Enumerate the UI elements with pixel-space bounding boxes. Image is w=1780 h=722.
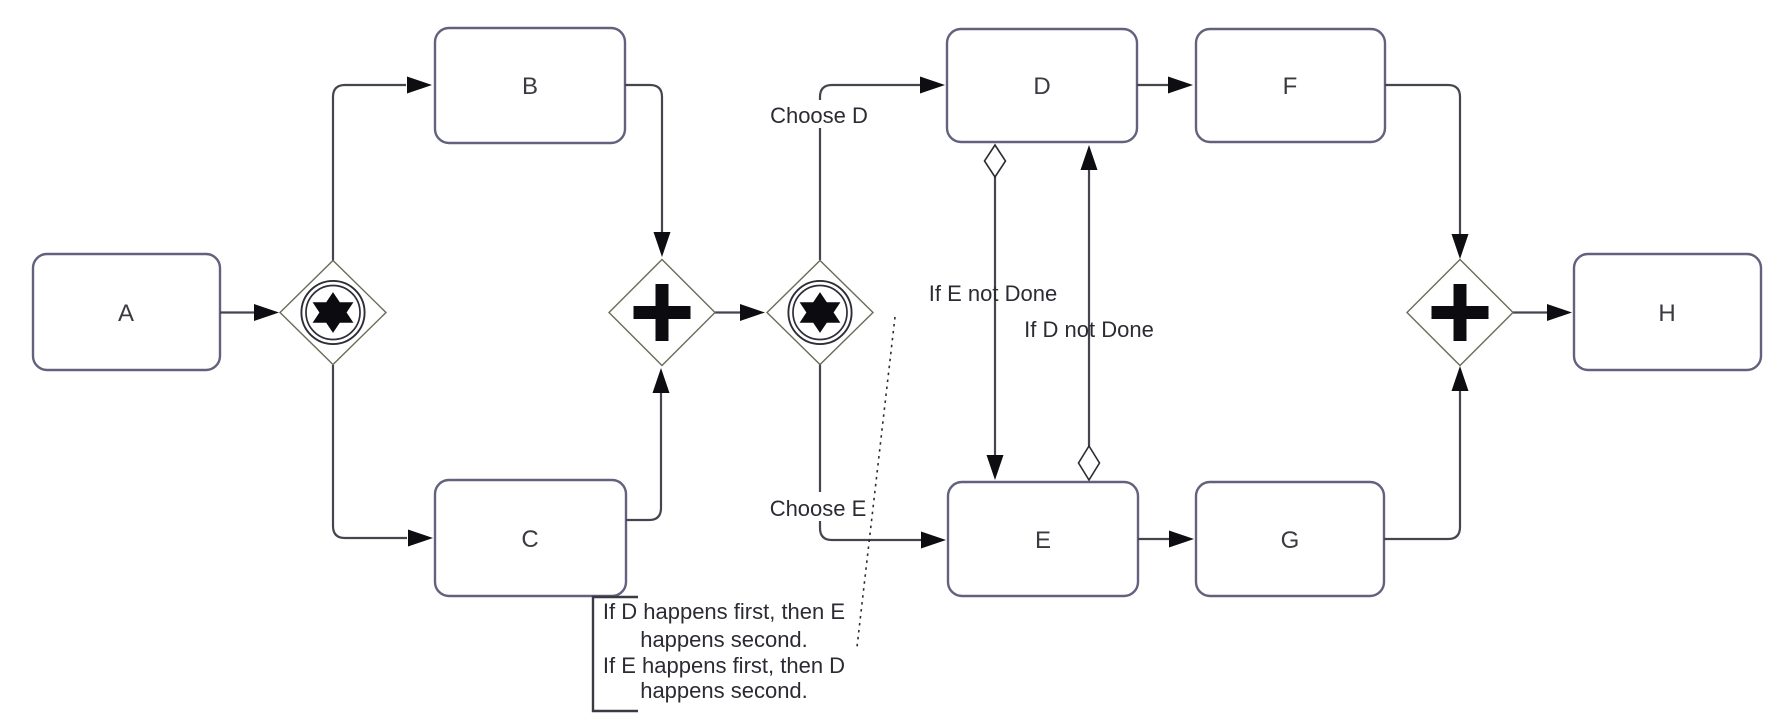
svg-text:If D happens first, then E: If D happens first, then E [603,599,845,624]
svg-text:G: G [1281,527,1300,554]
svg-text:H: H [1658,300,1675,327]
svg-text:D: D [1033,73,1050,100]
svg-text:If D not Done: If D not Done [1024,317,1154,342]
svg-text:F: F [1283,73,1298,100]
svg-text:B: B [522,73,538,100]
svg-text:happens second.: happens second. [640,678,808,703]
svg-text:Choose E: Choose E [770,496,867,521]
svg-text:If E happens first, then D: If E happens first, then D [603,653,845,678]
svg-text:If E not Done: If E not Done [929,281,1057,306]
svg-text:C: C [521,526,538,553]
svg-text:happens second.: happens second. [640,627,808,652]
svg-text:E: E [1035,527,1051,554]
svg-text:Choose D: Choose D [770,103,868,128]
svg-text:A: A [118,300,134,327]
